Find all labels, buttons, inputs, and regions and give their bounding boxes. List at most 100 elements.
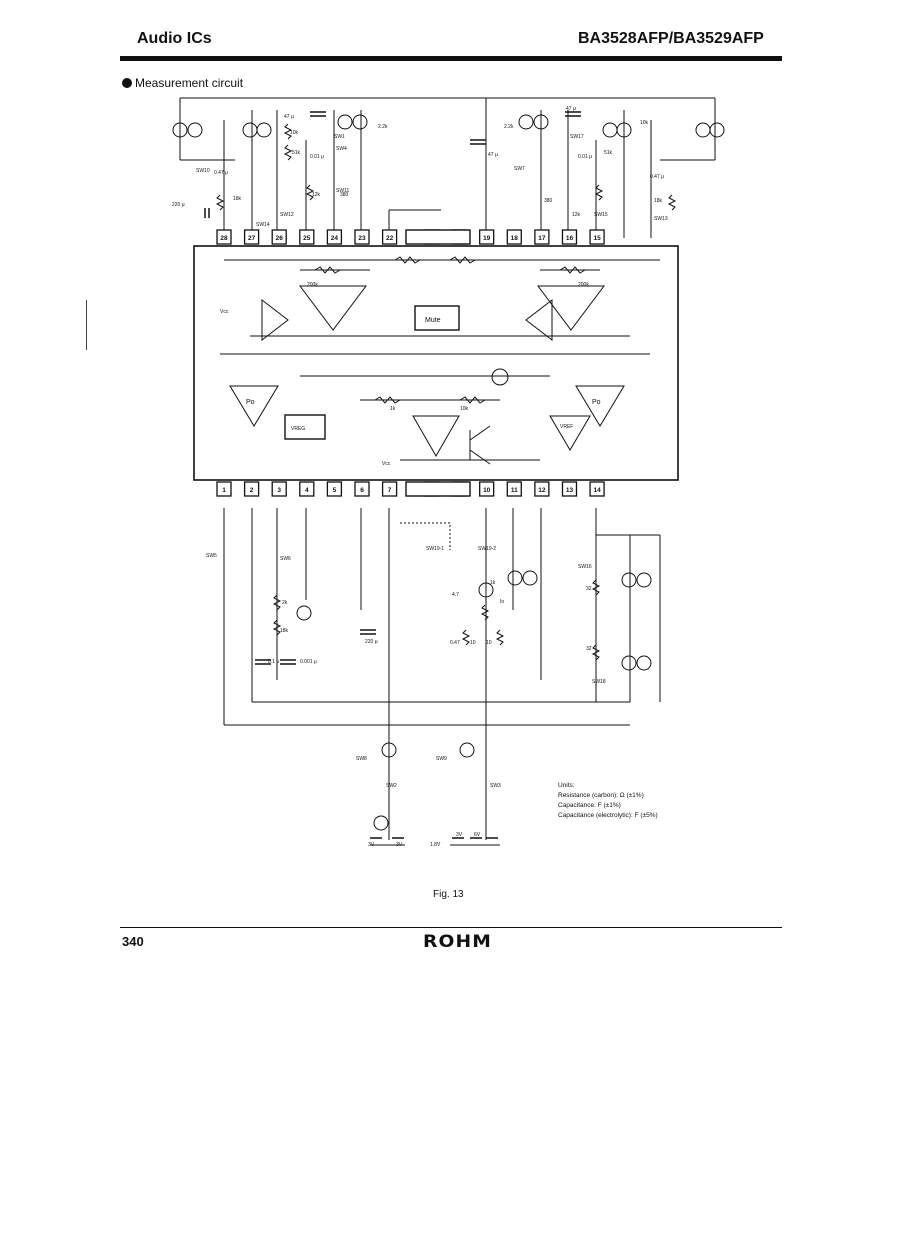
- bullet-icon: [122, 78, 132, 88]
- sw19-2-label: SW19-2: [478, 546, 496, 552]
- r51k-right: 51k: [604, 150, 613, 156]
- r18k-right: 18k: [654, 198, 663, 204]
- sw9-label: SW9: [436, 756, 447, 762]
- section-title-text: Measurement circuit: [135, 76, 244, 90]
- r2k-low: 2k: [282, 600, 288, 606]
- r200k-right: 200k: [578, 282, 589, 288]
- r22k-left: 2.2k: [378, 124, 388, 130]
- vcc-label-top: Vcc: [220, 309, 229, 315]
- pin-box-top-18: [506, 229, 522, 245]
- pin-number-top-24: 24: [331, 235, 339, 242]
- sw14-label: SW14: [256, 222, 270, 228]
- sw3-label: SW3: [490, 783, 501, 789]
- mute-label: Mute: [425, 317, 441, 324]
- sw6-label: SW6: [280, 556, 291, 562]
- pin-box-bottom-4: [299, 481, 315, 497]
- pin-box-bottom-1: [216, 481, 232, 497]
- pin-box-top-24: [326, 229, 343, 245]
- r18k-left: 18k: [233, 196, 242, 202]
- sw4-label: SW4: [336, 146, 347, 152]
- pin-number-top-28: 28: [220, 235, 228, 242]
- sw5-label: SW5: [206, 553, 217, 559]
- units-title: Units:: [558, 782, 575, 789]
- c047-right: 0.47 μ: [650, 174, 664, 180]
- pin-number-bottom-14: 14: [593, 487, 601, 494]
- pin-number-bottom-10: 10: [483, 487, 491, 494]
- sw13-label: SW13: [654, 216, 668, 222]
- sw7-label: SW7: [514, 166, 525, 172]
- figure-caption: Fig. 13: [433, 889, 464, 900]
- margin-mark: [86, 300, 87, 350]
- units-legend: Units: Resistance (carbon): Ω (±1%) Capa…: [558, 781, 658, 821]
- po-label-right: Po: [592, 399, 601, 406]
- pin-number-top-15: 15: [593, 235, 601, 242]
- pin-box-bottom-5: [326, 481, 343, 497]
- v18-label: 1.8V: [430, 842, 441, 848]
- pin-number-top-25: 25: [303, 235, 311, 242]
- pin-box-top-28: [216, 229, 232, 245]
- pin-box-bottom-12: [534, 481, 550, 497]
- pin-number-bottom-12: 12: [538, 487, 546, 494]
- c047-left: 0.47 μ: [214, 170, 228, 176]
- v3-right: 3V: [396, 842, 403, 848]
- pin-number-bottom-7: 7: [388, 487, 392, 494]
- pin-number-bottom-1: 1: [222, 487, 226, 494]
- r380-left: 380: [340, 192, 349, 198]
- v3-mid: 3V: [456, 832, 463, 838]
- r12k-right: 12k: [572, 212, 581, 218]
- r32-a: 32: [586, 586, 592, 592]
- v3-left: 3V: [368, 842, 375, 848]
- r47-label: 4.7: [452, 592, 459, 598]
- r1k-low: 1k: [490, 580, 496, 586]
- sw11-label: SW11: [336, 188, 349, 194]
- c47u-mid: 47 μ: [488, 152, 498, 158]
- page-number: 340: [122, 934, 144, 949]
- r18k-low: 18k: [280, 628, 289, 634]
- pin-box-bottom-10: [479, 481, 495, 497]
- c001-left: 0.01 μ: [310, 154, 324, 160]
- vreg-label: VREG: [291, 426, 305, 432]
- c220-bottom: 220 μ: [365, 639, 378, 645]
- pin-number-top-26: 26: [276, 235, 284, 242]
- pin-number-bottom-4: 4: [305, 487, 309, 494]
- pin-number-top-22: 22: [386, 235, 394, 242]
- pin-box-top-22: [381, 229, 398, 245]
- pin-number-bottom-11: 11: [511, 487, 518, 494]
- c47u-left: 47 μ: [284, 114, 294, 120]
- pin-box-top-17: [534, 229, 550, 245]
- io-label: Io: [500, 599, 504, 605]
- sw16-label: SW16: [578, 564, 592, 570]
- r10k-top-left: 10k: [290, 130, 299, 136]
- pin-box-top-16: [561, 229, 578, 245]
- pin-box-bottom-6: [354, 481, 370, 497]
- po-label-left: Po: [246, 399, 255, 406]
- header-rule: [120, 56, 782, 61]
- pin-number-top-23: 23: [358, 235, 366, 242]
- pin-box-top-27: [243, 229, 260, 245]
- pin-box-top-15: [589, 229, 605, 245]
- r22k-right: 2.2k: [504, 124, 514, 130]
- r10k-label: 10k: [460, 406, 469, 412]
- pin-box-top-26: [271, 229, 287, 245]
- pin-number-bottom-5: 5: [333, 487, 337, 494]
- pin-box-bottom-2: [243, 481, 260, 497]
- sw12-label: SW12: [280, 212, 294, 218]
- r51k-left: 51k: [292, 150, 301, 156]
- pin-box-top-25: [299, 229, 315, 245]
- pin-number-bottom-2: 2: [250, 487, 254, 494]
- units-resistance: Resistance (carbon): Ω (±1%): [558, 792, 644, 799]
- pin-number-top-19: 19: [483, 235, 491, 242]
- rohm-logo: ROHM: [423, 932, 492, 952]
- pin-box-top-23: [354, 229, 370, 245]
- c220-top: 220 μ: [172, 202, 185, 208]
- pin-number-top-16: 16: [566, 235, 574, 242]
- vref-label: VREF: [560, 424, 573, 430]
- r10k-top-right: 10k: [640, 120, 649, 126]
- vcc-label-mid: Vcc: [382, 461, 391, 467]
- sw8-label: SW8: [356, 756, 367, 762]
- c01-label: 0.1 μ: [268, 659, 279, 665]
- pin-box-bottom-13: [561, 481, 578, 497]
- r047-label: 0.47: [450, 640, 460, 646]
- pin-number-top-17: 17: [538, 235, 546, 242]
- r12k-left: 12k: [312, 192, 321, 198]
